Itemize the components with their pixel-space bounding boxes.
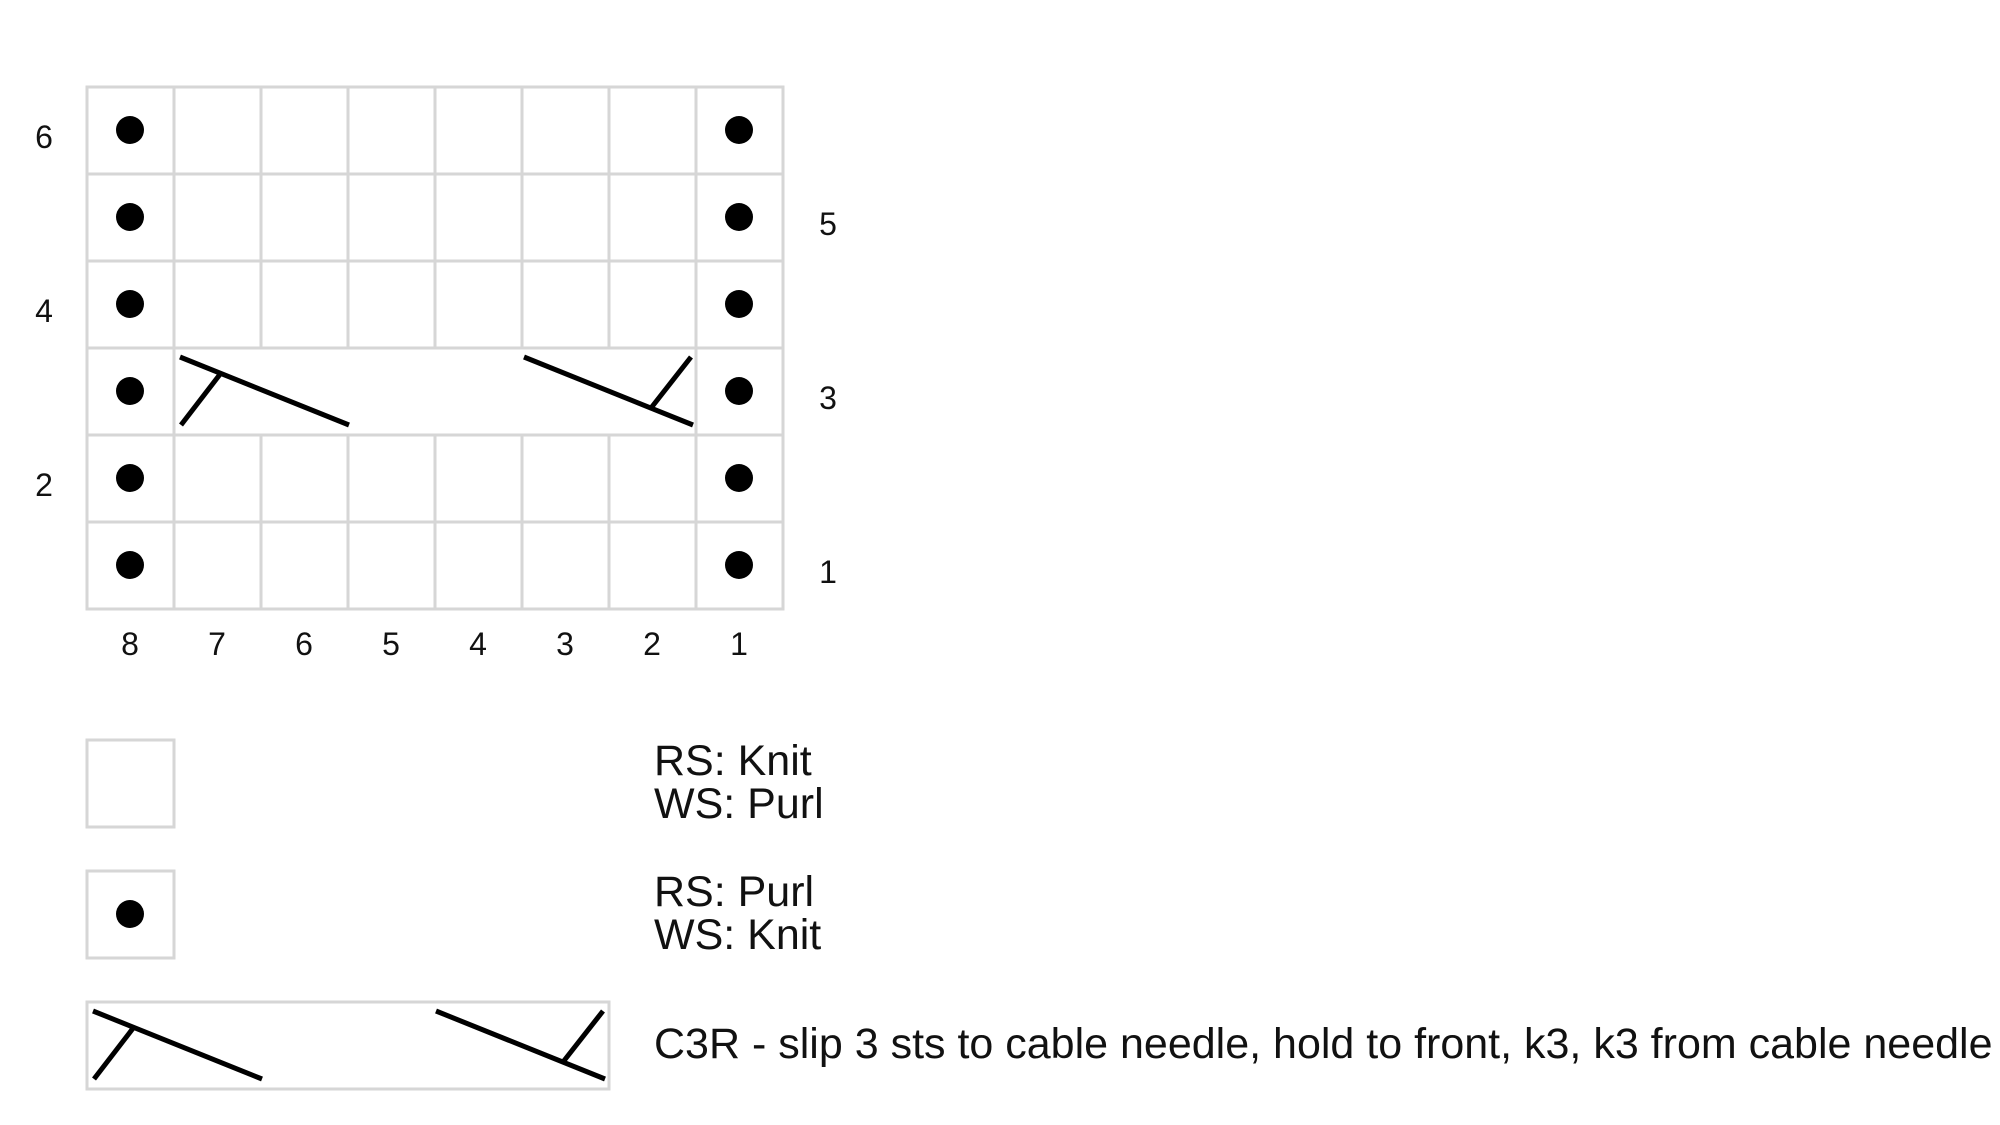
cable-right-tick (561, 1009, 605, 1064)
purl-dot (116, 203, 144, 231)
cable-left-diagonal (179, 354, 350, 428)
legend-knit-rs: RS: Knit (654, 737, 812, 785)
column-label: 1 (730, 626, 748, 662)
cable-left-diagonal (92, 1008, 263, 1082)
legend-knit-swatch (85, 738, 176, 829)
column-label: 8 (121, 626, 139, 662)
row-label-3: 3 (819, 380, 837, 416)
purl-dot (725, 290, 753, 318)
purl-dot (725, 116, 753, 144)
purl-dot (725, 464, 753, 492)
column-label: 3 (556, 626, 574, 662)
cable-right-diagonal (523, 354, 694, 428)
column-labels: 8 7 6 5 4 3 2 1 (121, 626, 748, 662)
cable-right-diagonal (435, 1008, 606, 1082)
legend-cable-swatch (85, 1000, 611, 1091)
purl-dot (116, 116, 144, 144)
purl-dot (116, 290, 144, 318)
knit-swatch-cell (85, 738, 176, 829)
purl-dot (725, 203, 753, 231)
legend-knit-text: RS: Knit WS: Purl (654, 740, 824, 826)
purl-dot (116, 900, 144, 928)
legend-purl-swatch (85, 869, 176, 960)
row-label-1: 1 (819, 554, 837, 590)
chart-grid (85, 85, 785, 611)
legend-knit-ws: WS: Purl (654, 780, 824, 828)
legend-purl-text: RS: Purl WS: Knit (654, 871, 821, 957)
column-label: 7 (208, 626, 226, 662)
row-labels-left: 6 4 2 (35, 119, 53, 503)
row-label-6: 6 (35, 119, 53, 155)
legend-purl-ws: WS: Knit (654, 911, 822, 959)
column-label: 5 (382, 626, 400, 662)
purl-dot (725, 551, 753, 579)
legend-purl-rs: RS: Purl (654, 868, 815, 916)
purl-dot (116, 551, 144, 579)
column-label: 6 (295, 626, 313, 662)
column-label: 2 (643, 626, 661, 662)
cable-left-tick (179, 371, 223, 427)
column-label: 4 (469, 626, 487, 662)
row-label-2: 2 (35, 467, 53, 503)
legend-cable-text: C3R - slip 3 sts to cable needle, hold t… (654, 1023, 1993, 1066)
cable-right-tick (649, 355, 693, 410)
row-label-5: 5 (819, 206, 837, 242)
purl-stitches (116, 116, 753, 579)
purl-dot (725, 377, 753, 405)
cable-left-tick (92, 1025, 136, 1081)
row-labels-right: 5 3 1 (819, 206, 837, 590)
cable-swatch-cell (85, 1000, 611, 1091)
cable-c3r-symbol (179, 354, 694, 428)
purl-dot (116, 464, 144, 492)
purl-dot (116, 377, 144, 405)
legend-cable-description: C3R - slip 3 sts to cable needle, hold t… (654, 1020, 1993, 1068)
row-label-4: 4 (35, 293, 53, 329)
